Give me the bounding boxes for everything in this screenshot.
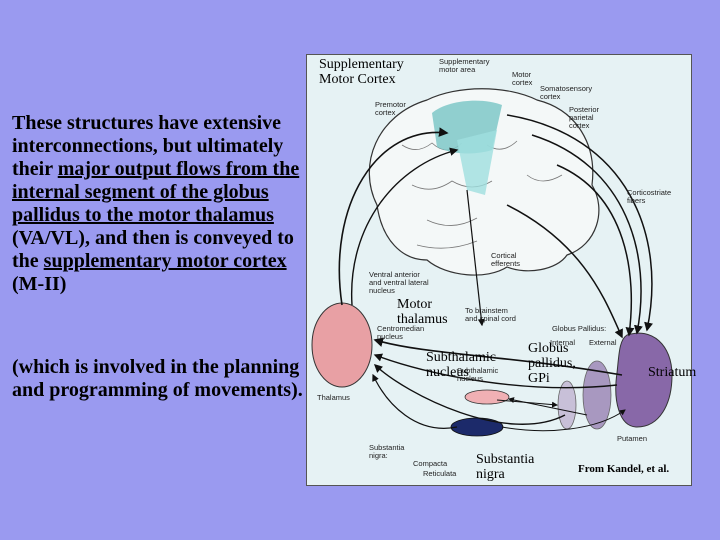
striatum-shape bbox=[615, 332, 673, 428]
motor-cortex-region bbox=[457, 130, 497, 195]
main-text-part-2: (VA/VL), and then is conveyed to the bbox=[12, 227, 294, 272]
main-text-underlined-2: supplementary motor cortex bbox=[43, 250, 287, 272]
sub-paragraph: (which is involved in the planning and p… bbox=[12, 356, 303, 401]
thalamus-shape bbox=[311, 302, 373, 388]
label-subthalamic-nucleus: Subthalamic nucleus bbox=[426, 350, 496, 380]
main-text-part-3: (M-II) bbox=[12, 273, 67, 295]
label-motor-thalamus: Motor thalamus bbox=[397, 297, 448, 327]
gpe-shape bbox=[582, 360, 612, 430]
credit-text: From Kandel, et al. bbox=[578, 463, 670, 475]
svg-text:Putamen: Putamen bbox=[617, 434, 647, 443]
svg-text:Internal: Internal bbox=[550, 338, 575, 347]
svg-text:Reticulata: Reticulata bbox=[423, 469, 457, 478]
svg-text:Globus Pallidus:: Globus Pallidus: bbox=[552, 324, 606, 333]
svg-text:Thalamus: Thalamus bbox=[317, 393, 350, 402]
label-striatum: Striatum bbox=[648, 365, 697, 380]
label-supplementary-motor-cortex: Supplementary Motor Cortex bbox=[319, 57, 404, 87]
svg-text:External: External bbox=[589, 338, 617, 347]
label-globus-pallidus: Globus pallidus, GPi bbox=[528, 341, 576, 386]
subthalamic-shape bbox=[464, 389, 510, 405]
main-text-part-1: These structures have extensive intercon… bbox=[12, 112, 284, 180]
substantia-nigra-shape bbox=[450, 417, 504, 437]
label-substantia-nigra: Substantia nigra bbox=[476, 452, 535, 482]
main-text-underlined-1: major output flows from the internal seg… bbox=[12, 158, 300, 226]
main-paragraph: These structures have extensive intercon… bbox=[12, 112, 304, 296]
svg-text:Compacta: Compacta bbox=[413, 459, 448, 468]
